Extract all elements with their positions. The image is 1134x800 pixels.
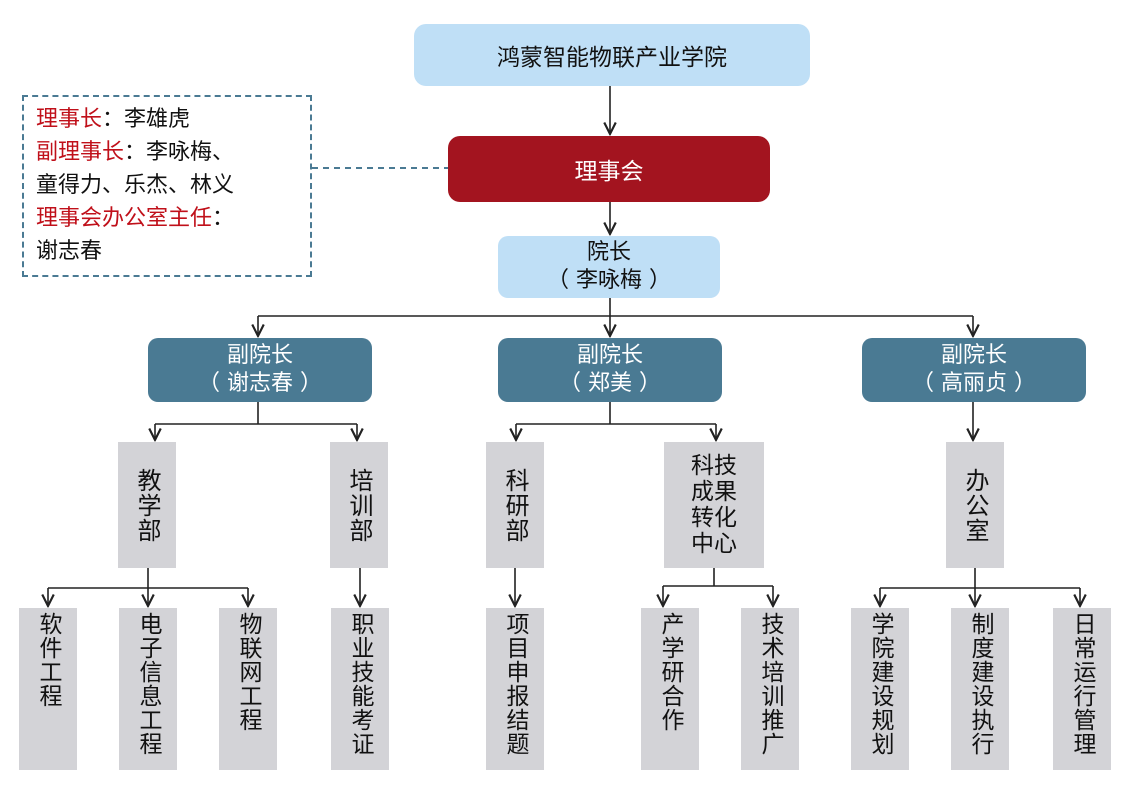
vp-title: 副院长 xyxy=(576,343,643,368)
president-title: 院长 xyxy=(586,240,631,265)
vice-chair-line: 副理事长：李咏梅、 xyxy=(36,136,310,169)
dept-label: 科技成果转化中心 xyxy=(691,453,737,557)
council-node: 理事会 xyxy=(448,136,770,202)
unit-daily: 日常运行管理 xyxy=(1053,608,1111,770)
office-director-line: 理事会办公室主任： xyxy=(36,202,310,235)
unit-label: 软件工程 xyxy=(35,612,61,708)
vice-chair-label: 副理事长 xyxy=(36,140,125,165)
unit-system: 制度建设执行 xyxy=(951,608,1009,770)
dept-label: 培训部 xyxy=(345,467,373,543)
unit-vocational: 职业技能考证 xyxy=(331,608,389,770)
dept-transfer-center: 科技成果转化中心 xyxy=(664,442,764,568)
president-node: 院长 （ 李咏梅 ） xyxy=(498,236,720,298)
unit-iot: 物联网工程 xyxy=(219,608,277,770)
vp-name: （ 郑美 ） xyxy=(559,371,661,396)
chair-name: 李雄虎 xyxy=(124,107,191,132)
unit-label: 物联网工程 xyxy=(235,612,261,732)
unit-planning: 学院建设规划 xyxy=(851,608,909,770)
vice-president-node-1: 副院长 （ 谢志春 ） xyxy=(148,338,372,402)
vice-president-node-3: 副院长 （ 高丽贞 ） xyxy=(862,338,1086,402)
dept-office: 办公室 xyxy=(946,442,1004,568)
chair-sep: ： xyxy=(102,107,125,132)
dept-teaching: 教学部 xyxy=(118,442,176,568)
chair-label: 理事长 xyxy=(36,107,103,132)
vp-title: 副院长 xyxy=(226,343,293,368)
unit-software: 软件工程 xyxy=(19,608,77,770)
board-members-note: 理事长：李雄虎 副理事长：李咏梅、 童得力、乐杰、林义 理事会办公室主任： 谢志… xyxy=(22,95,312,277)
unit-label: 项目申报结题 xyxy=(502,612,528,756)
unit-label: 学院建设规划 xyxy=(867,612,893,756)
unit-project: 项目申报结题 xyxy=(486,608,544,770)
dept-label: 科研部 xyxy=(501,467,529,543)
college-node: 鸿蒙智能物联产业学院 xyxy=(414,24,810,86)
unit-label: 技术培训推广 xyxy=(757,612,783,756)
vp-name: （ 高丽贞 ） xyxy=(912,371,1036,396)
vice-chair-sep: ： xyxy=(124,140,147,165)
vp-title: 副院长 xyxy=(940,343,1007,368)
unit-label: 制度建设执行 xyxy=(967,612,993,756)
unit-tech-training: 技术培训推广 xyxy=(741,608,799,770)
vice-president-node-2: 副院长 （ 郑美 ） xyxy=(498,338,722,402)
president-name: （ 李咏梅 ） xyxy=(547,268,671,293)
vice-chair-names-cont: 童得力、乐杰、林义 xyxy=(36,173,235,198)
unit-label: 日常运行管理 xyxy=(1069,612,1095,756)
dept-training: 培训部 xyxy=(330,442,388,568)
unit-label: 产学研合作 xyxy=(657,612,683,732)
dept-label: 教学部 xyxy=(133,467,161,543)
dept-research: 科研部 xyxy=(486,442,544,568)
unit-label: 职业技能考证 xyxy=(347,612,373,756)
unit-industry: 产学研合作 xyxy=(641,608,699,770)
office-director-label: 理事会办公室主任 xyxy=(36,206,213,231)
vice-chair-names: 李咏梅、 xyxy=(146,140,235,165)
office-director-name: 谢志春 xyxy=(36,239,103,264)
unit-electronic: 电子信息工程 xyxy=(119,608,177,770)
chair-line: 理事长：李雄虎 xyxy=(36,103,310,136)
office-director-sep: ： xyxy=(212,206,235,231)
vp-name: （ 谢志春 ） xyxy=(198,371,322,396)
unit-label: 电子信息工程 xyxy=(135,612,161,756)
dept-label: 办公室 xyxy=(961,467,989,543)
